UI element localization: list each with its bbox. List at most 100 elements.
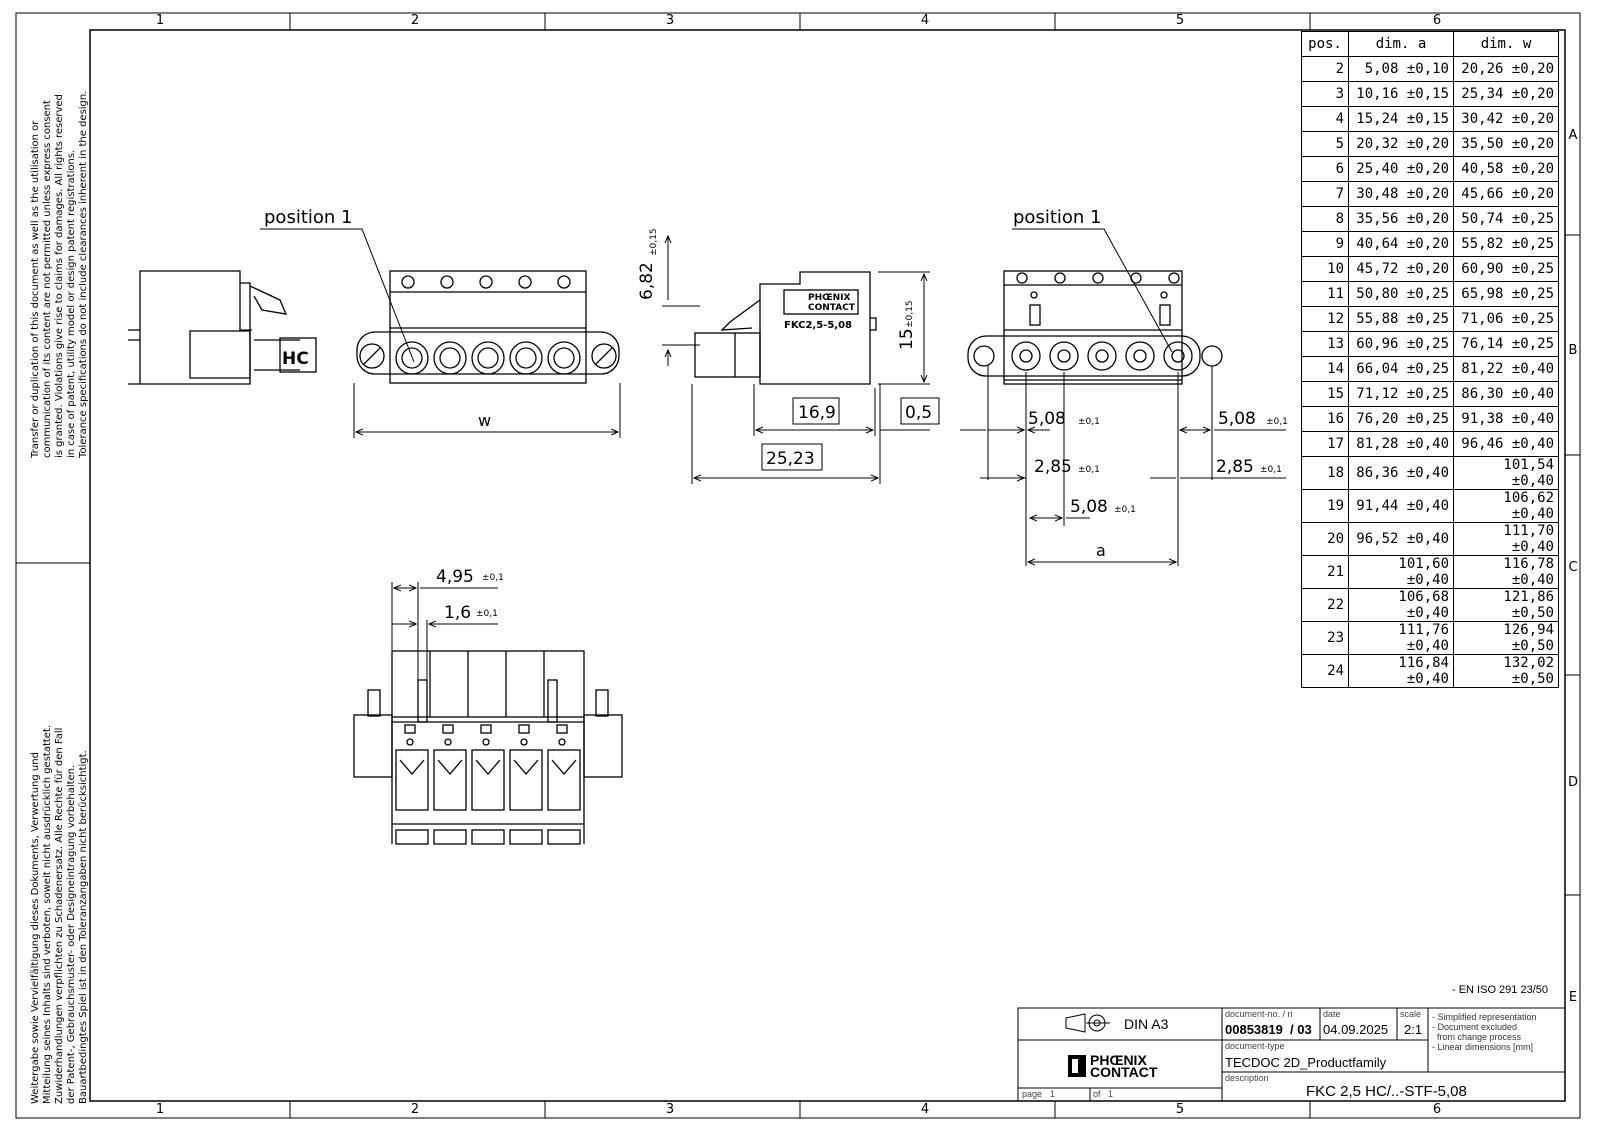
cell-dim-w: 126,94 ±0,50 [1453,621,1559,655]
cell-dim-a: 60,96 ±0,25 [1348,331,1454,357]
cell-pos: 16 [1301,406,1349,432]
front-view [356,270,620,384]
cell-pos: 14 [1301,356,1349,382]
hc-marking: HC [282,349,309,369]
dim-a-label: a [1096,541,1106,560]
cell-dim-a: 101,60 ±0,40 [1348,555,1454,589]
dim-05: 0,5 [905,403,932,423]
dim-169: 16,9 [798,403,836,423]
doc-no-label: document-no. / ri [1225,1009,1293,1019]
dim-495-tolerance: ±0,1 [482,573,504,583]
dim-2523: 25,23 [766,449,815,469]
format-label: DIN A3 [1124,1016,1169,1032]
cell-pos: 17 [1301,431,1349,457]
cell-dim-w: 30,42 ±0,20 [1453,106,1559,132]
side-view-logo [694,271,877,385]
page-value: 1 [1050,1089,1056,1099]
side-logo-line1: PHŒNIX [808,293,851,303]
cell-pos: 22 [1301,588,1349,622]
cell-dim-a: 40,64 ±0,20 [1348,231,1454,257]
of-value: 1 [1108,1089,1114,1099]
position1-label-right: position 1 [1013,207,1101,228]
zone-top-5: 5 [1175,13,1185,28]
dim-15-tolerance: ±0,15 [905,300,915,328]
zone-right-e: E [1568,990,1578,1005]
dim-285-right-tolerance: ±0,1 [1260,465,1282,475]
cell-pos: 2 [1301,56,1349,82]
cell-pos: 12 [1301,306,1349,332]
cell-dim-w: 121,86 ±0,50 [1453,588,1559,622]
scale-label: scale [1400,1009,1422,1019]
position1-label-left: position 1 [264,207,352,228]
dim-508-center-tolerance: ±0,1 [1114,505,1136,515]
cell-dim-a: 45,72 ±0,20 [1348,256,1454,282]
cell-dim-a: 55,88 ±0,25 [1348,306,1454,332]
cell-pos: 11 [1301,281,1349,307]
zone-right-b: B [1568,343,1578,358]
cell-pos: 7 [1301,181,1349,207]
dim-285-left: 2,85 [1034,457,1072,477]
dim-285-right: 2,85 [1216,457,1254,477]
dim-508-right: 5,08 [1218,409,1256,429]
cell-dim-a: 76,20 ±0,25 [1348,406,1454,432]
revision-value: / 03 [1290,1022,1312,1037]
date-value: 04.09.2025 [1323,1022,1389,1037]
phoenix-logo-text: PHŒNIX CONTACT [1090,1052,1158,1080]
cell-dim-w: 101,54 ±0,40 [1453,456,1559,490]
zone-right-a: A [1568,128,1578,143]
cell-pos: 4 [1301,106,1349,132]
phoenix-logo-icon [1068,1055,1086,1077]
cell-dim-a: 20,32 ±0,20 [1348,131,1454,157]
cell-dim-a: 106,68 ±0,40 [1348,588,1454,622]
side-logo-line2: CONTACT [808,303,856,313]
zone-top-1: 1 [155,13,165,28]
doc-type-value: TECDOC 2D_Productfamily [1225,1055,1387,1070]
cell-dim-a: 71,12 ±0,25 [1348,381,1454,407]
scale-value: 2:1 [1404,1022,1423,1037]
cell-dim-w: 81,22 ±0,40 [1453,356,1559,382]
cell-dim-a: 96,52 ±0,40 [1348,522,1454,556]
cell-pos: 3 [1301,81,1349,107]
cell-dim-a: 10,16 ±0,15 [1348,81,1454,107]
date-label: date [1323,1009,1341,1019]
zone-right-d: D [1567,775,1578,790]
dim-508-center: 5,08 [1070,497,1108,517]
cell-pos: 9 [1301,231,1349,257]
cell-dim-a: 35,56 ±0,20 [1348,206,1454,232]
dim-16-tolerance: ±0,1 [476,609,498,619]
zone-right-c: C [1568,560,1578,575]
zone-top-3: 3 [665,13,675,28]
page-label: page [1022,1089,1043,1099]
description-value: FKC 2,5 HC/..-STF-5,08 [1306,1083,1467,1100]
doc-no-value: 00853819 [1225,1022,1283,1037]
dim-16: 1,6 [444,603,471,623]
zone-bottom-5: 5 [1175,1102,1185,1117]
zone-top-2: 2 [410,13,420,28]
of-label: of [1093,1089,1101,1099]
cell-dim-w: 55,82 ±0,25 [1453,231,1559,257]
description-label: description [1225,1073,1269,1083]
header-dim-w: dim. w [1453,31,1559,57]
cell-dim-w: 25,34 ±0,20 [1453,81,1559,107]
cell-dim-a: 111,76 ±0,40 [1348,621,1454,655]
side-part-number: FKC2,5-5,08 [784,320,852,331]
zone-top-6: 6 [1432,13,1442,28]
